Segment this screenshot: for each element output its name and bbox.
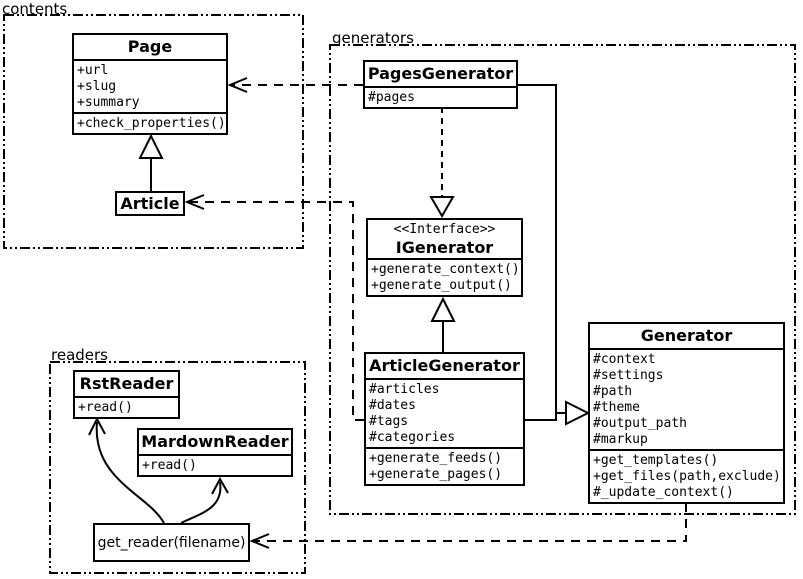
class-page-title: Page xyxy=(127,37,173,56)
package-label-readers: readers xyxy=(51,346,108,364)
attribute-row: #tags xyxy=(369,414,409,429)
attribute-row: #path xyxy=(593,384,633,399)
class-generator-methods: +get_templates() +get_files(path,exclude… xyxy=(590,449,783,502)
class-pagesgenerator: PagesGenerator #pages xyxy=(363,60,518,109)
class-articlegenerator-title: ArticleGenerator xyxy=(369,356,520,375)
class-page-attributes: +url +slug +summary xyxy=(74,59,226,112)
class-generator-title: Generator xyxy=(640,326,733,345)
class-igenerator: <<Interface>> IGenerator +generate_conte… xyxy=(366,218,523,297)
dependency-generator-to-getreader xyxy=(249,503,687,549)
class-articlegenerator-attributes: #articles #dates #tags #categories xyxy=(366,378,523,447)
inheritance-article-to-page xyxy=(138,133,164,191)
realization-pagesgenerator-to-igenerator xyxy=(429,107,455,218)
class-igenerator-header: <<Interface>> IGenerator xyxy=(368,220,521,258)
attribute-row: #dates xyxy=(369,398,416,413)
attribute-row: #articles xyxy=(369,382,440,397)
get-reader-box: get_reader(filename) xyxy=(93,523,250,562)
inheritance-generators-to-generator xyxy=(518,84,591,426)
attribute-row: #pages xyxy=(368,90,415,105)
class-articlegenerator: ArticleGenerator #articles #dates #tags … xyxy=(364,352,525,486)
dependency-articlegenerator-to-article xyxy=(184,194,364,421)
arrow-getreader-to-mardownreader xyxy=(180,476,229,524)
class-rstreader: RstReader +read() xyxy=(73,370,180,419)
package-border-readers xyxy=(49,361,306,574)
class-mardownreader-title: MardownReader xyxy=(141,432,289,451)
method-row: +check_properties() xyxy=(77,116,226,131)
class-page: Page +url +slug +summary +check_properti… xyxy=(72,33,228,135)
method-row: +generate_feeds() xyxy=(369,451,503,466)
method-row: +get_templates() xyxy=(593,453,719,468)
package-border-contents xyxy=(3,14,304,249)
package-label-contents: contents xyxy=(2,0,68,18)
attribute-row: +summary xyxy=(77,95,140,110)
method-row: #_update_context() xyxy=(593,485,734,500)
attribute-row: +slug xyxy=(77,79,117,94)
attribute-row: #theme xyxy=(593,400,640,415)
package-border-generators xyxy=(329,44,796,515)
class-igenerator-methods: +generate_context() +generate_output() xyxy=(368,258,521,295)
attribute-row: #output_path xyxy=(593,416,687,431)
method-row: +generate_pages() xyxy=(369,467,503,482)
stereotype-label: <<Interface>> xyxy=(393,222,496,237)
class-generator-attributes: #context #settings #path #theme #output_… xyxy=(590,348,783,449)
method-row: +read() xyxy=(78,400,133,415)
class-articlegenerator-methods: +generate_feeds() +generate_pages() xyxy=(366,447,523,484)
dependency-pagesgenerator-to-page xyxy=(227,77,363,93)
attribute-row: #markup xyxy=(593,432,648,447)
get-reader-label: get_reader(filename) xyxy=(97,534,246,551)
class-pagesgenerator-title: PagesGenerator xyxy=(367,64,514,83)
attribute-row: #settings xyxy=(593,368,664,383)
class-generator: Generator #context #settings #path #them… xyxy=(588,322,785,504)
class-mardownreader-methods: +read() xyxy=(139,454,291,475)
class-article-title: Article xyxy=(120,194,180,213)
attribute-row: +url xyxy=(77,63,109,78)
class-rstreader-methods: +read() xyxy=(75,396,178,417)
arrow-getreader-to-rstreader xyxy=(88,416,165,524)
method-row: +read() xyxy=(142,458,197,473)
attribute-row: #categories xyxy=(369,430,456,445)
class-pagesgenerator-attributes: #pages xyxy=(365,86,516,107)
class-igenerator-title: IGenerator xyxy=(395,238,494,257)
attribute-row: #context xyxy=(593,352,656,367)
class-page-methods: +check_properties() xyxy=(74,112,226,133)
class-mardownreader: MardownReader +read() xyxy=(137,428,293,477)
class-article: Article xyxy=(115,191,185,216)
class-rstreader-title: RstReader xyxy=(79,374,174,393)
method-row: +generate_output() xyxy=(371,278,512,293)
method-row: +get_files(path,exclude) xyxy=(593,469,781,484)
method-row: +generate_context() xyxy=(371,262,520,277)
package-label-generators: generators xyxy=(332,29,414,47)
inheritance-articlegenerator-to-igenerator xyxy=(430,296,456,352)
